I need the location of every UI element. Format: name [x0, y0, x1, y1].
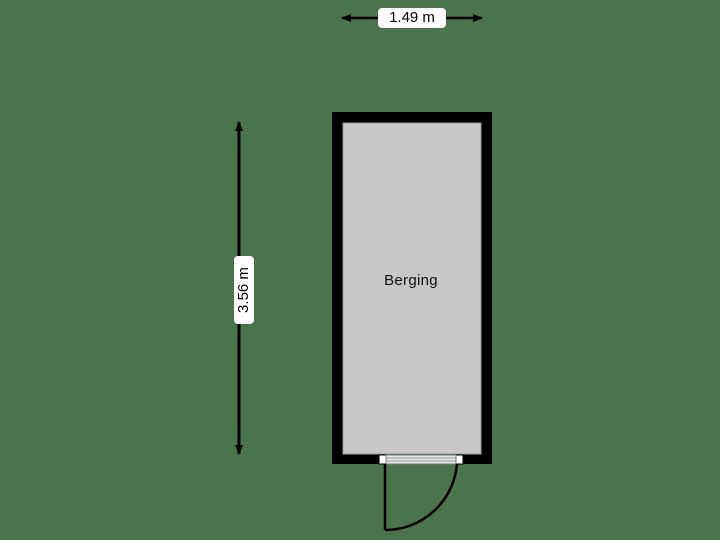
width-dimension-label: 1.49 m	[378, 8, 446, 28]
room-label: Berging	[384, 272, 438, 289]
door-post-left	[378, 454, 387, 465]
height-dimension-label: 3.56 m	[234, 256, 254, 324]
door-swing-arc	[384, 463, 459, 532]
room-floor	[342, 122, 482, 455]
door-post-right	[455, 454, 464, 465]
door-threshold	[385, 454, 457, 465]
